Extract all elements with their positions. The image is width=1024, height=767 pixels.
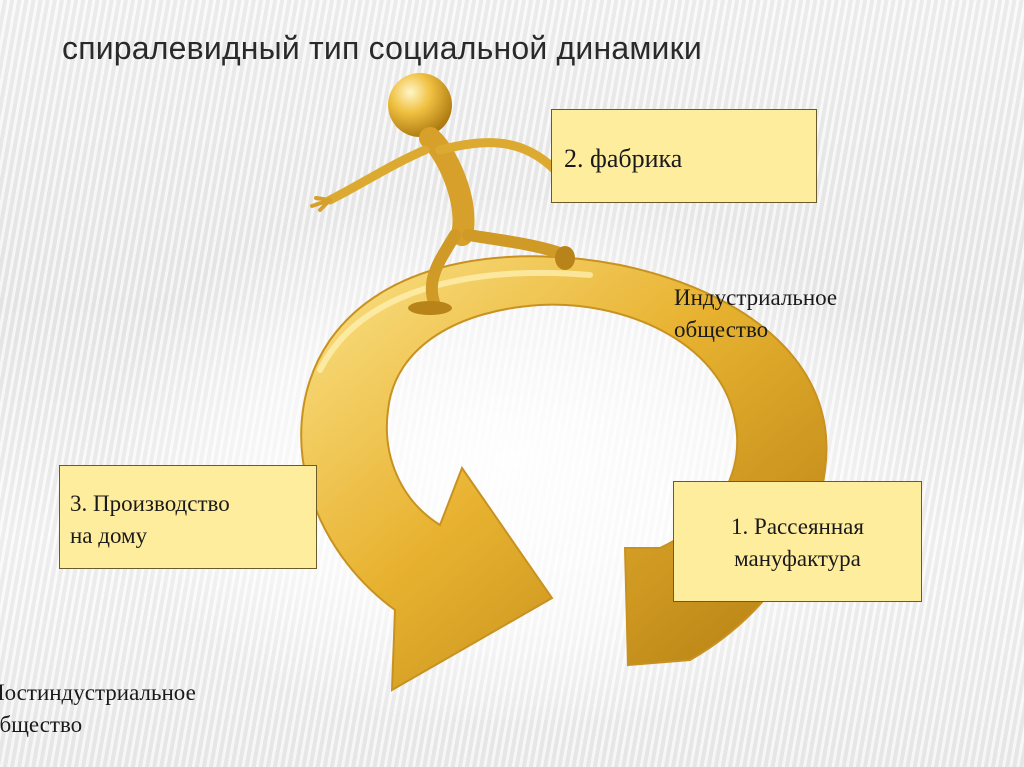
postindustrial-label-line1: Постиндустриальное [0, 680, 196, 705]
factory-stage-box: 2. фабрика [551, 109, 817, 203]
factory-stage-label: 2. фабрика [564, 144, 683, 173]
ring-highlight [317, 269, 593, 373]
manufactory-label-line1: 1. Рассеянная [731, 514, 864, 539]
postindustrial-label-line2: общество [0, 712, 83, 737]
manufactory-stage-box: 1. Рассеянная мануфактура [673, 481, 922, 602]
gold-figure [310, 73, 575, 315]
home-production-stage-box: 3. Производство на дому [59, 465, 317, 569]
home-production-label-line1: 3. Производство [70, 491, 230, 516]
home-production-label-line2: на дому [70, 523, 148, 548]
page-title: спиралевидный тип социальной динамики [62, 30, 702, 66]
postindustrial-society-label: Постиндустриальное общество [0, 677, 196, 741]
manufactory-label-line2: мануфактура [734, 546, 861, 571]
industrial-society-label: Индустриальное общество [674, 282, 837, 346]
industrial-label-line1: Индустриальное [674, 285, 838, 310]
industrial-label-line2: общество [674, 317, 769, 342]
